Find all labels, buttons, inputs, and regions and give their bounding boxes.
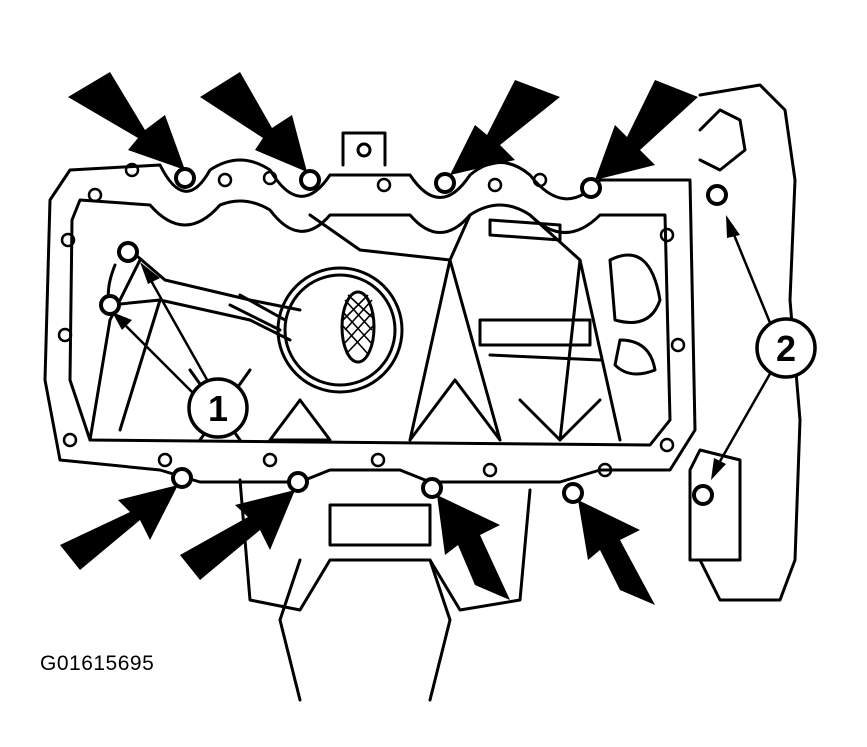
arrow-bottom-3 [437,495,510,600]
bolt-arrows [60,72,698,605]
arrow-top-2 [200,72,307,172]
pan-right-notch [613,338,657,376]
leader-1-upper [143,269,212,386]
pickup-bolt-lower [99,294,121,316]
callout-2: 2 [755,317,817,379]
leader-1-lower [119,319,196,396]
block-right-flange [688,448,742,562]
rib-right [518,213,622,442]
bolt-top-4 [580,177,602,199]
bolt-top-3 [434,172,456,194]
callout-1: 1 [187,377,249,439]
pan-slot [488,218,562,242]
bolt-bottom-1 [171,467,193,489]
pan-drain-area [478,318,602,362]
leader-1-lower-head [112,312,132,330]
arrow-top-3 [450,80,560,175]
arrow-bottom-4 [578,500,655,605]
bolt-top-2 [299,169,321,191]
tab-hole [356,142,372,158]
leader-2-upper-head [726,215,740,238]
strainer-screen [342,294,374,355]
bolt-bottom-3 [421,477,443,499]
arrow-bottom-2 [180,490,295,580]
strainer-screen-outline [340,290,376,364]
leader-arrowheads [112,215,740,480]
lower-bellhousing [238,478,532,612]
pickup-bolt-upper [117,241,139,263]
pan-bolts [99,167,728,506]
pickup-tube-inner [228,293,287,332]
lower-bracket [328,503,432,547]
pan-right-pocket [608,253,662,324]
leader-2-upper [728,224,777,336]
oil-pan-outline [43,158,697,484]
bolt-bottom-4 [562,482,584,504]
oil-strainer [276,266,404,394]
bolt-right-upper [706,184,728,206]
callout-1-label: 1 [208,388,228,429]
top-mount-tab [341,131,387,167]
flange-holes [57,162,686,478]
arrow-top-1 [68,72,185,170]
leader-2-lower [713,364,777,471]
oil-strainer-rim [283,273,397,387]
bolt-right-lower [692,484,714,506]
callout-2-label: 2 [776,328,796,369]
arrow-top-4 [595,80,698,180]
figure-code: G01615695 [40,652,155,675]
leader-1-upper-head [140,262,160,284]
leader-2-lower-head [711,458,726,480]
block-bracket [698,108,747,172]
rib-center [308,213,502,442]
bolt-bottom-2 [287,471,309,493]
arrow-bottom-1 [60,485,178,570]
callout-leaders [119,224,777,471]
oil-pan-inner [68,198,672,447]
lower-mount [278,558,452,702]
bolt-top-1 [174,167,196,189]
